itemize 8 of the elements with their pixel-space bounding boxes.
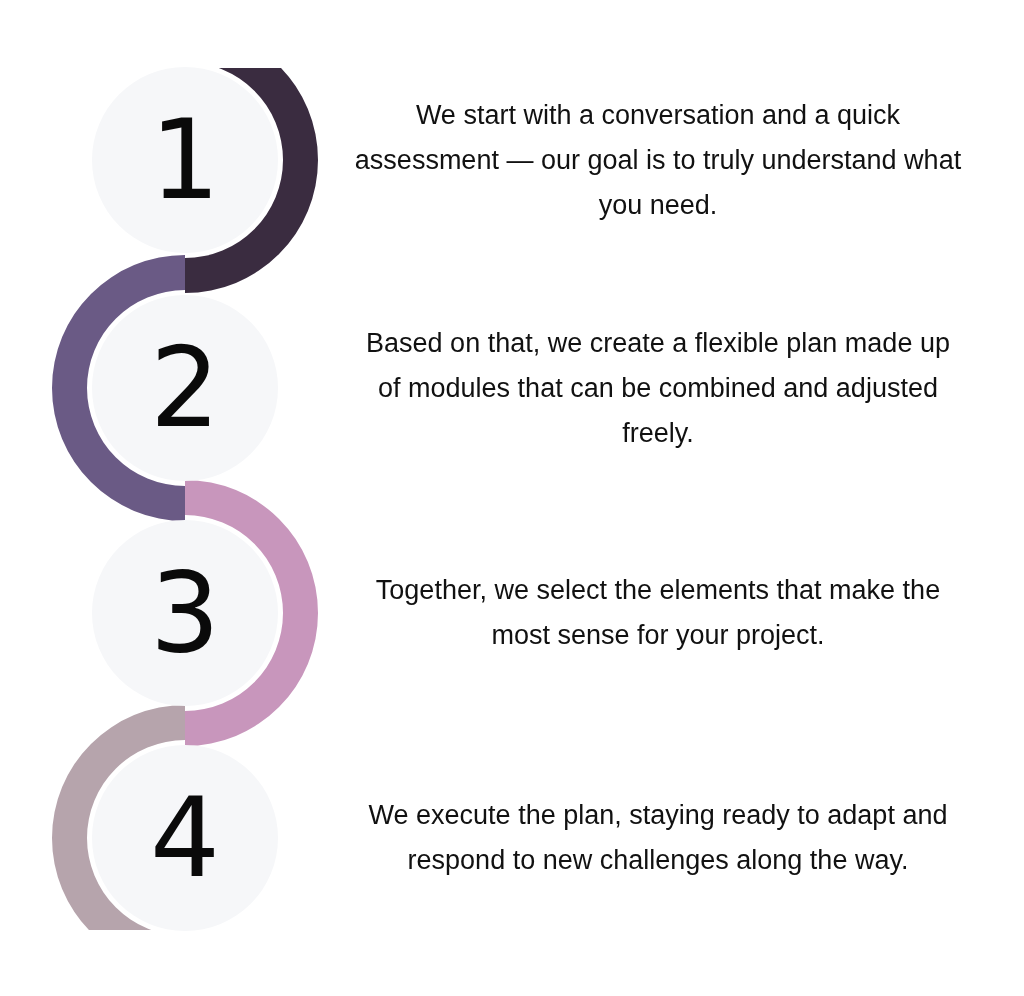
step-number: 1 [150,105,220,215]
step-number: 3 [150,558,220,668]
step-description: We execute the plan, staying ready to adapt and respond to new challenges along the way. [367,799,949,877]
step-number: 4 [150,783,220,893]
step-description: Based on that, we create a flexible plan made up of modules that can be combined and adjusted freely. [365,326,951,450]
step-description: Together, we select the elements that make the most sense for your project. [374,574,942,652]
step-description: We start with a conversation and a quick assessment — our goal is to truly understand what you need. [353,98,963,222]
step-number: 2 [150,333,220,443]
